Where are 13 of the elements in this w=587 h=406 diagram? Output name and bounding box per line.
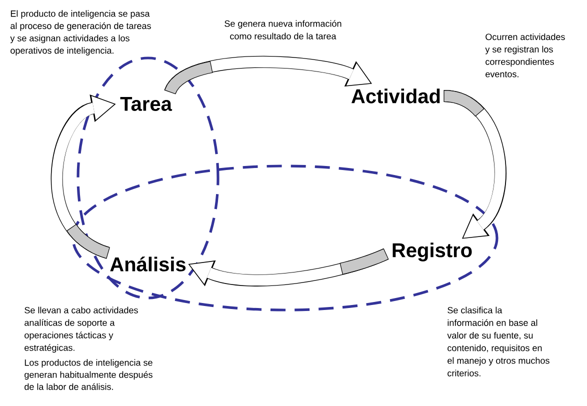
description-text: El producto de inteligencia se pasa al proceso de generación de tareas y se asignan actividades a los operativos de inteligencia. [10, 10, 151, 56]
description-text: Se clasifica la información en base al valor de su fuente, su contenido, requisitos en el manejo y otros muchos criterios. [447, 306, 550, 376]
stage-title: Tarea [120, 97, 172, 111]
description-text: Se genera nueva información como resultado de la tarea [224, 20, 342, 40]
description-text: Los productos de inteligencia se generan habitualmente después de la labor de análisis. [24, 359, 152, 390]
description-text: Se llevan a cabo actividades analíticas de soporte a operaciones tácticas y estratégicas. [24, 306, 138, 353]
curved-arrow [50, 94, 116, 259]
description-text: Ocurren actividades y se registran los correspondientes eventos. [485, 33, 565, 78]
curved-arrow [164, 56, 372, 96]
stage-title: Análisis [110, 256, 186, 272]
curved-arrow [188, 248, 389, 286]
stage-title: Registro [392, 242, 472, 262]
stage-title: Actividad [352, 88, 440, 104]
